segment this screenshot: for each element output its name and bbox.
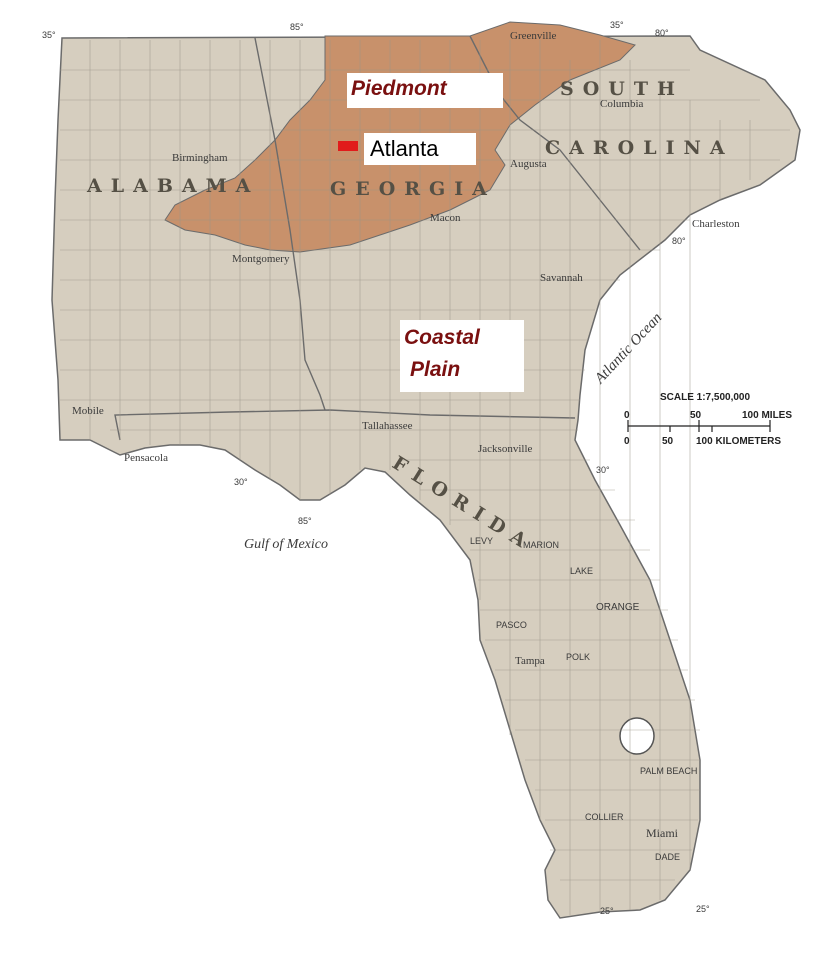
lake-okeechobee <box>619 717 655 755</box>
deg-tr80: 80° <box>655 28 669 38</box>
atlanta-label-box: Atlanta <box>364 133 476 165</box>
scale-bar <box>627 420 771 432</box>
county-polk: POLK <box>566 652 591 662</box>
piedmont-label: Piedmont <box>351 77 447 100</box>
city-augusta: Augusta <box>510 158 547 170</box>
deg-e30: 30° <box>596 465 610 475</box>
state-alabama: ALABAMA <box>87 175 260 197</box>
scale-miles: 100 MILES <box>742 410 793 421</box>
atlanta-label: Atlanta <box>370 136 439 161</box>
coastal-label: Coastal <box>404 326 480 349</box>
scale-k50: 50 <box>662 436 674 447</box>
deg-w30: 30° <box>234 477 248 487</box>
deg-tl35: 35° <box>42 30 56 40</box>
piedmont-label-box: Piedmont <box>347 73 503 108</box>
city-columbia: Columbia <box>600 98 644 110</box>
city-pensacola: Pensacola <box>124 452 168 464</box>
city-birmingham: Birmingham <box>172 152 228 164</box>
coastal-plain-label-box: Coastal Plain <box>400 320 524 392</box>
city-macon: Macon <box>430 212 461 224</box>
county-palm-beach: PALM BEACH <box>640 766 698 776</box>
county-lines <box>60 40 790 915</box>
county-marion: MARION <box>523 540 559 550</box>
scale-k0: 0 <box>624 436 630 447</box>
gulf-of-mexico: Gulf of Mexico <box>244 537 328 552</box>
deg-b85: 85° <box>298 516 312 526</box>
city-greenville: Greenville <box>510 30 557 42</box>
city-montgomery: Montgomery <box>232 253 290 265</box>
scale-m0: 0 <box>624 410 630 421</box>
county-levy: LEVY <box>470 536 494 546</box>
city-tampa: Tampa <box>515 655 545 667</box>
state-carolina: CAROLINA <box>545 137 734 159</box>
city-miami: Miami <box>646 826 678 840</box>
deg-tr35: 35° <box>610 20 624 30</box>
city-tallahassee: Tallahassee <box>362 420 413 432</box>
atlanta-marker <box>338 141 358 151</box>
city-charleston: Charleston <box>692 218 740 230</box>
state-south: SOUTH <box>560 78 684 100</box>
state-georgia: GEORGIA <box>330 178 496 200</box>
deg-t85: 85° <box>290 22 304 32</box>
deg-r80: 80° <box>672 236 686 246</box>
county-lake: LAKE <box>570 566 594 576</box>
deg-s25b: 25° <box>696 904 710 914</box>
county-orange: ORANGE <box>596 602 640 613</box>
deg-s25a: 25° <box>600 906 614 916</box>
plain-label: Plain <box>410 358 461 381</box>
county-collier: COLLIER <box>585 812 624 822</box>
city-savannah: Savannah <box>540 272 583 284</box>
land-mass <box>51 35 801 919</box>
scale-title: SCALE 1:7,500,000 <box>660 392 751 403</box>
city-jacksonville: Jacksonville <box>478 443 533 455</box>
county-dade: DADE <box>655 852 681 862</box>
scale-km: 100 KILOMETERS <box>696 436 782 447</box>
scale-m50: 50 <box>690 410 702 421</box>
county-pasco: PASCO <box>496 620 527 630</box>
city-mobile: Mobile <box>72 405 104 417</box>
